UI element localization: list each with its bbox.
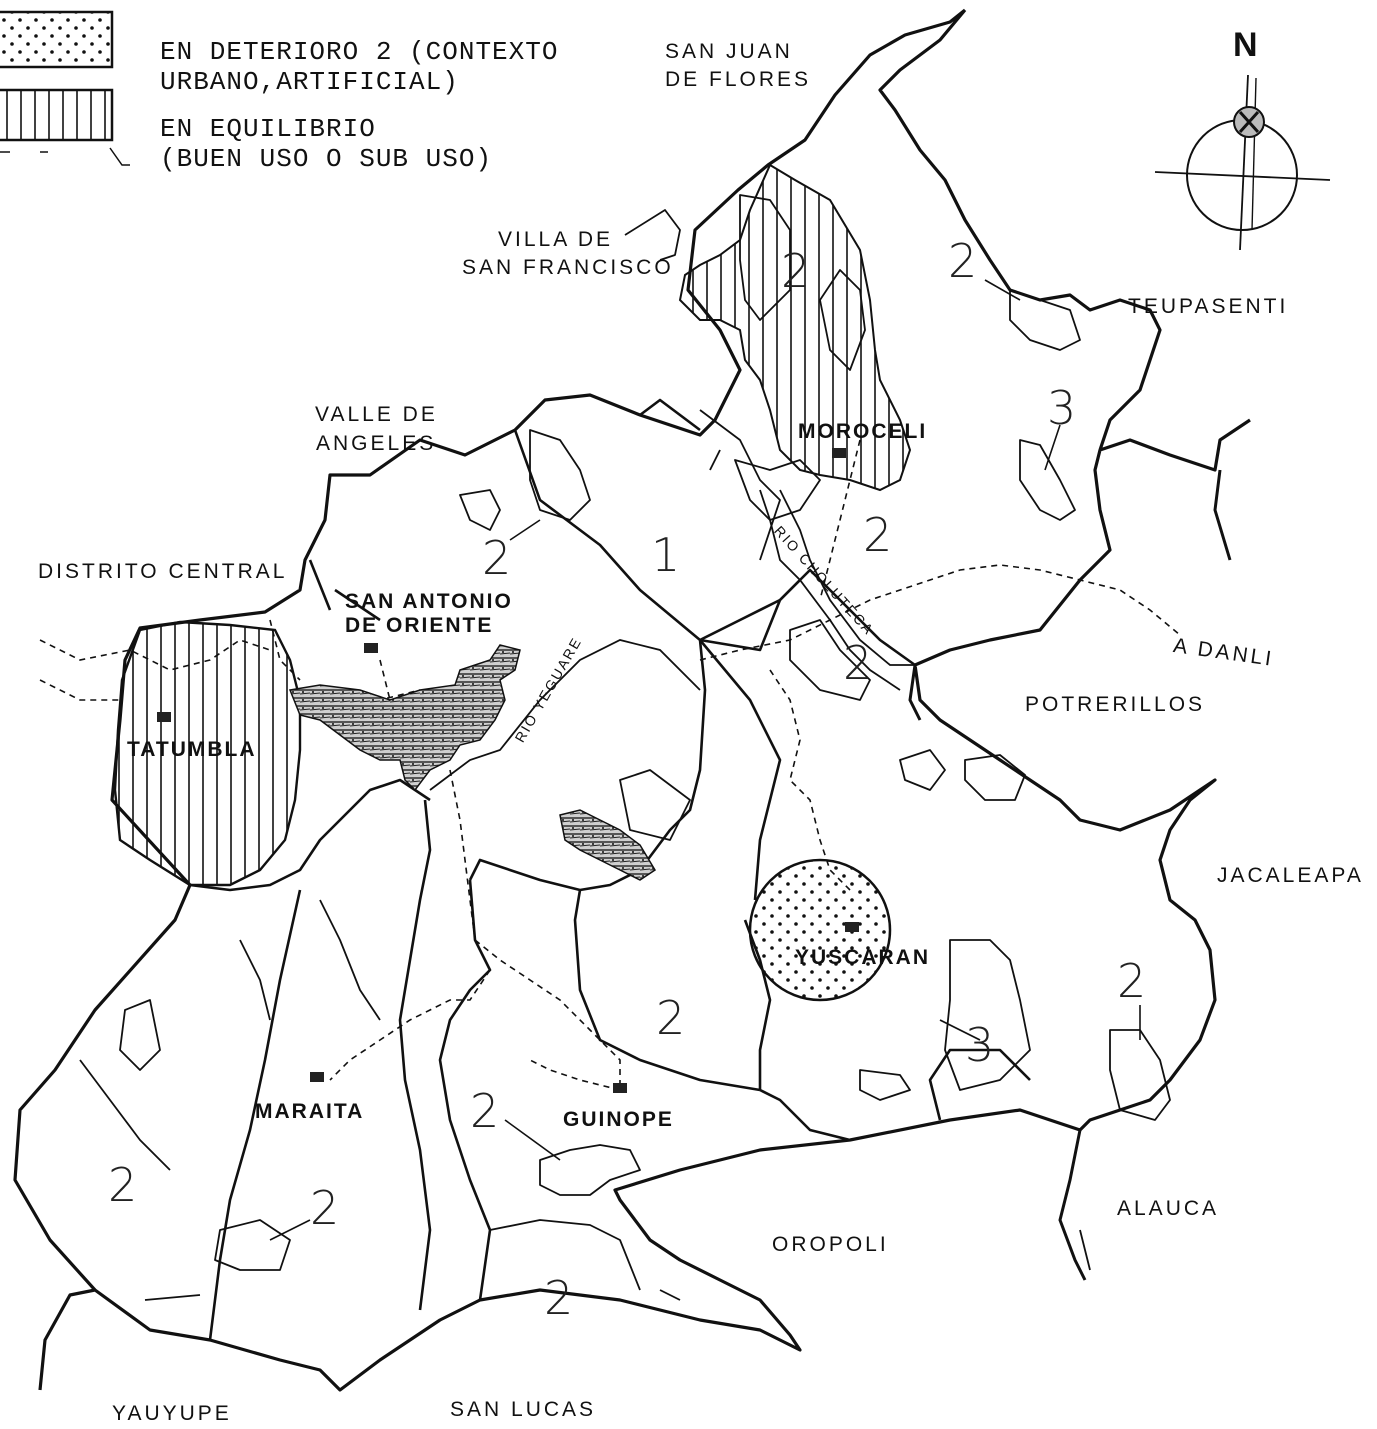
zone-number: 2 [108,1158,138,1212]
neighbor-label-valle: VALLE DE [315,403,438,426]
town-label-tatumbla: TATUMBLA [127,738,257,761]
town-label-maraita: MARAITA [255,1100,365,1123]
zone-number: 2 [544,1271,574,1325]
town-label-moroceli: MOROCELI [798,420,928,443]
neighbor-label-yauyupe: YAUYUPE [112,1402,232,1425]
neighbor-label-teupasenti: TEUPASENTI [1128,295,1289,318]
legend-label-line1: EN EQUILIBRIO [160,114,376,144]
neighbor-label-san-juan-2: DE FLORES [665,68,812,91]
zone-number: 2 [863,508,893,562]
town-marker-moroceli [832,448,846,458]
neighbor-label-villa: VILLA DE [498,228,614,251]
neighbor-label-oropoli: OROPOLI [772,1233,889,1256]
town-label-san-antonio: SAN ANTONIO [345,590,513,613]
neighbor-label-alauca: ALAUCA [1117,1197,1220,1220]
town-marker-tatumbla [157,712,171,722]
zone-number: 2 [781,244,811,298]
zone-tatumbla-equilibrium [113,620,302,887]
legend-label-line1: EN DETERIORO 2 (CONTEXTO [160,37,559,67]
zone-number: 2 [948,234,978,288]
town-marker-guinope [613,1083,627,1093]
zone-moroceli-equilibrium [678,163,912,492]
town-label-yuscaran: YUSCARAN [795,946,931,969]
neighbor-label-san-lucas: SAN LUCAS [450,1398,597,1421]
neighbor-label-san-juan: SAN JUAN [665,40,793,63]
zone-number: 2 [1117,954,1147,1008]
north-label: N [1233,26,1258,64]
town-label-san-antonio-2: DE ORIENTE [345,614,494,637]
zone-number: 2 [482,531,512,585]
zone-number: 3 [965,1018,995,1072]
zone-number: 2 [656,991,686,1045]
town-marker-san-antonio [364,643,378,653]
legend-item-deterioration: EN DETERIORO 2 (CONTEXTO URBANO,ARTIFICI… [160,37,558,97]
town-label-guinope: GUINOPE [563,1108,674,1131]
zone-number: 1 [651,528,681,582]
urban-san-antonio [288,644,521,792]
neighbor-label-valle-2: ANGELES [316,432,437,455]
neighbor-label-villa-2: SAN FRANCISCO [462,256,674,279]
legend-swatch-stripes [0,88,114,142]
town-marker-yuscaran [845,922,859,932]
zone-number: 2 [310,1181,340,1235]
legend-swatch-dots [0,10,114,69]
town-marker-maraita [310,1072,324,1082]
internal-boundaries [111,398,1031,1341]
zone-yuscaran-deterioration [748,858,892,1002]
north-arrow-icon [1154,74,1331,251]
legend-swatches [0,10,130,166]
neighbor-label-jacaleapa: JACALEAPA [1217,864,1364,887]
neighbor-label-distrito: DISTRITO CENTRAL [38,560,288,583]
zone-number: 2 [843,636,873,690]
legend-label-line2: (BUEN USO O SUB USO) [160,144,493,174]
legend-label-line2: URBANO,ARTIFICIAL) [160,67,459,97]
zone-number: 2 [470,1084,500,1138]
neighbor-label-potrerillos: POTRERILLOS [1025,693,1206,716]
zone-number: 3 [1047,381,1077,435]
town-markers [157,448,859,1093]
urban-zone-south [559,809,657,881]
legend-item-equilibrium: EN EQUILIBRIO (BUEN USO O SUB USO) [160,114,492,174]
